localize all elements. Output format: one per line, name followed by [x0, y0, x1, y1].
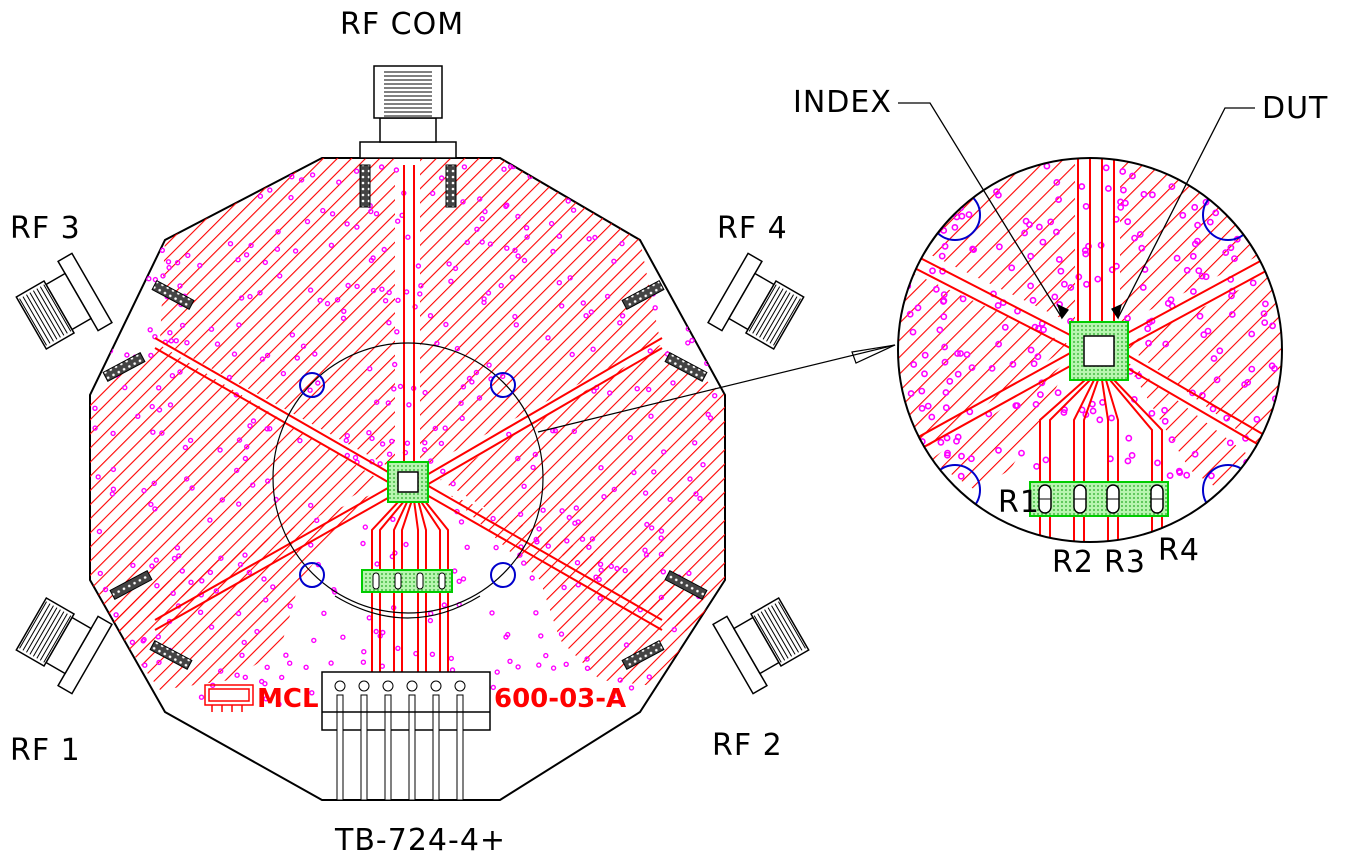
r1-label: R1: [998, 485, 1040, 520]
ground-straps: [102, 164, 708, 670]
mount-holes: [299, 372, 516, 588]
rf-com-label: RF COM: [340, 7, 464, 42]
detail-region: [272, 342, 544, 614]
detail-view: [537, 102, 1283, 543]
rf-com-connector: [359, 65, 457, 159]
dut-footprint: [387, 461, 429, 503]
rf2-label: RF 2: [712, 728, 783, 763]
rf-traces: [154, 165, 663, 680]
sma-connector-icon: [15, 252, 113, 351]
resistor-pads: [361, 569, 453, 593]
rf3-label: RF 3: [10, 211, 81, 246]
detail-arrow: [537, 344, 896, 433]
dut-callout: [1111, 107, 1255, 320]
sma-connector-icon: [707, 252, 805, 351]
test-board: MCL 600-03-A: [15, 65, 810, 801]
dut-label: DUT: [1262, 91, 1328, 126]
detail-arc: [334, 595, 481, 619]
pin-header: [321, 671, 491, 801]
ground-plane: [90, 158, 725, 707]
r2-label: R2: [1052, 545, 1094, 580]
r4-label: R4: [1158, 533, 1200, 568]
r3-label: R3: [1104, 545, 1146, 580]
rf4-label: RF 4: [717, 211, 788, 246]
index-callout: [898, 102, 1069, 320]
board-part-number: TB-724-4+: [334, 823, 506, 858]
sma-connector-icon: [15, 596, 113, 695]
mcl-logo-icon: [204, 684, 254, 712]
board-revision: 600-03-A: [494, 684, 626, 714]
rf1-label: RF 1: [10, 733, 81, 768]
index-label: INDEX: [793, 85, 892, 120]
mcl-label: MCL: [257, 684, 319, 714]
sma-connector-icon: [712, 596, 810, 695]
